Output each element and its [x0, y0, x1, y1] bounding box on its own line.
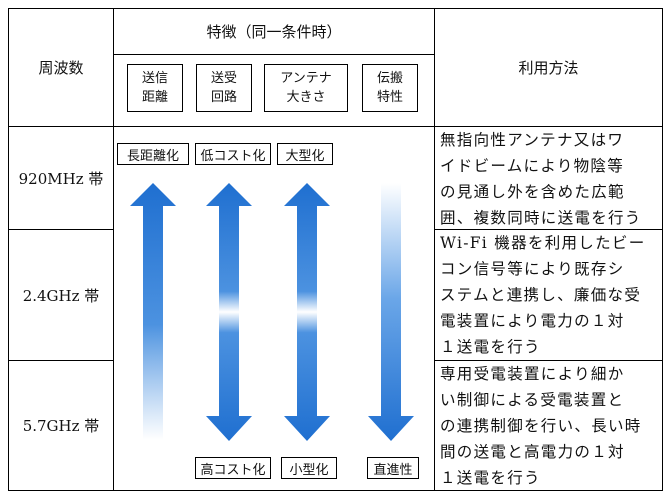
- description-line: の見通し外を含めた広範: [440, 183, 625, 201]
- band-920mhz: 920MHz 帯: [18, 169, 104, 188]
- tag-straightness: 直進性: [367, 457, 419, 479]
- row-divider-1: [8, 229, 113, 230]
- row-divider-2: [8, 360, 113, 361]
- description-line: 囲、複数同時に送電を行う: [440, 209, 642, 227]
- band-header: 周波数: [38, 59, 84, 77]
- description-line: ステムと連携し、廉価な受: [440, 286, 642, 304]
- col-divider-2: [434, 8, 435, 491]
- subheader-tx-rx-circuit: 送受回路: [196, 64, 252, 112]
- subheader-line: 伝搬: [376, 71, 403, 86]
- tag-large-size: 大型化: [277, 143, 333, 165]
- description-line: コン信号等により既存シ: [440, 260, 625, 278]
- table-border-bottom: [8, 490, 663, 491]
- subheader-propagation: 伝搬特性: [362, 64, 418, 112]
- subheader-line: 送信: [141, 71, 168, 86]
- subheader-line: 回路: [210, 90, 237, 105]
- description-line: の連携制御を行い、長い時: [440, 417, 642, 435]
- tag-high-cost: 高コスト化: [195, 457, 271, 479]
- subheader-line: 特性: [376, 90, 403, 105]
- description-line: １送電を行う: [440, 469, 541, 487]
- arrow-down-straightness: [368, 183, 414, 441]
- description-5-7ghz: 専用受電装置により細か い制御による受電装置と の連携制御を行い、長い時 間の送…: [440, 361, 662, 491]
- table-border-right: [662, 8, 663, 491]
- usage-header: 利用方法: [518, 59, 579, 77]
- subheader-line: アンテナ: [280, 71, 332, 86]
- description-line: Wi-Fi 機器を利用したビー: [440, 234, 646, 252]
- description-line: １送電を行う: [440, 338, 541, 356]
- subheader-antenna-size: アンテナ大きさ: [264, 64, 348, 112]
- tag-low-cost: 低コスト化: [195, 143, 271, 165]
- features-subheader-divider: [113, 54, 434, 55]
- subheader-line: 距離: [141, 90, 168, 105]
- col-divider-1: [113, 8, 114, 491]
- subheader-line: 送受: [210, 71, 237, 86]
- description-line: 無指向性アンテナ又はワ: [440, 131, 625, 149]
- description-line: 間の送電と高電力の１対: [440, 443, 625, 461]
- description-line: い制御による受電装置と: [440, 391, 625, 409]
- band-5-7ghz: 5.7GHz 帯: [22, 417, 100, 435]
- arrow-double-cost: [206, 183, 252, 441]
- description-920mhz: 無指向性アンテナ又はワ イドビームにより物陰等 の見通し外を含めた広範 囲、複数…: [440, 127, 662, 231]
- row-divider-2-usage: [434, 360, 663, 361]
- description-line: イドビームにより物陰等: [440, 157, 625, 175]
- subheader-line: 大きさ: [286, 90, 326, 105]
- features-header: 特徴（同一条件時）: [206, 23, 342, 41]
- table-border-left: [8, 8, 9, 491]
- subheader-transmission-distance: 送信距離: [127, 64, 183, 112]
- description-2-4ghz: Wi-Fi 機器を利用したビー コン信号等により既存シ ステムと連携し、廉価な受…: [440, 230, 662, 360]
- tag-long-distance: 長距離化: [117, 143, 189, 165]
- tag-small-size: 小型化: [281, 457, 337, 479]
- table-border-top: [8, 8, 663, 9]
- arrow-up-distance: [130, 183, 176, 440]
- row-divider-1-usage: [434, 229, 663, 230]
- arrow-double-size: [284, 183, 330, 441]
- band-2-4ghz: 2.4GHz 帯: [22, 286, 100, 305]
- header-divider: [8, 126, 663, 127]
- description-line: 電装置により電力の１対: [440, 312, 625, 330]
- description-line: 専用受電装置により細か: [440, 365, 625, 383]
